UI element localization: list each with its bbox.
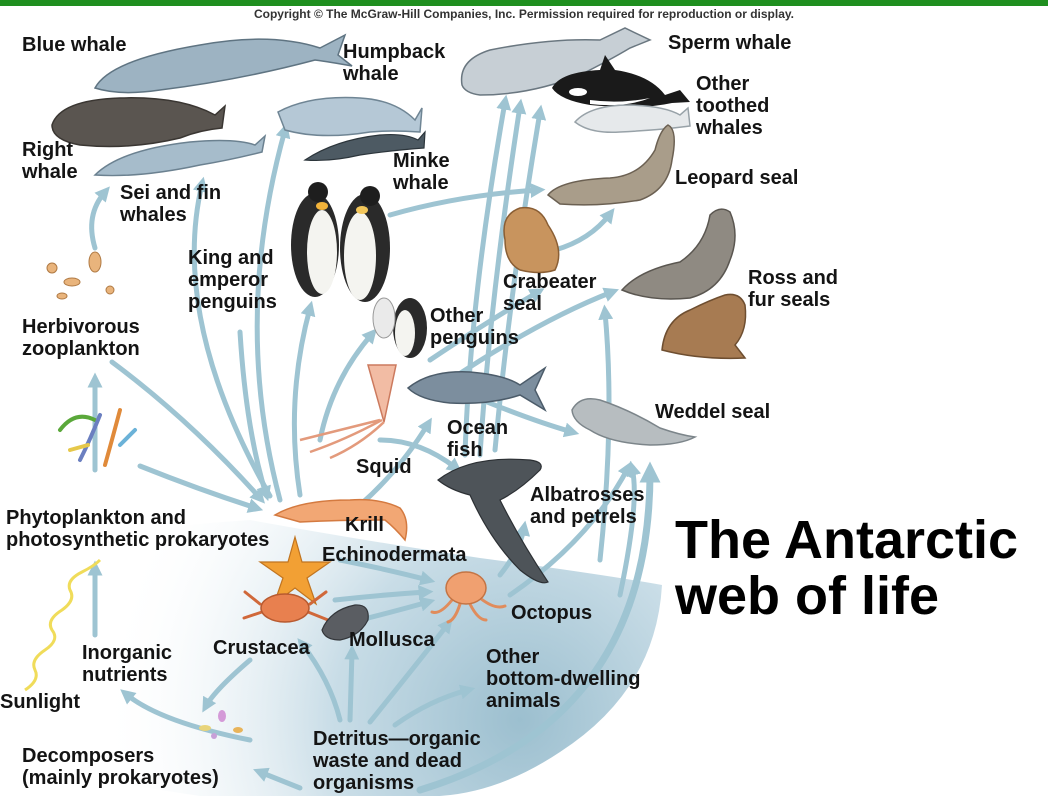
label-line: Mollusca [349, 629, 435, 651]
label-leopard-seal: Leopard seal [675, 167, 798, 189]
label-line: Crustacea [213, 637, 310, 659]
label-line: photosynthetic prokaryotes [6, 529, 269, 551]
label-line: Phytoplankton and [6, 507, 269, 529]
label-line: Decomposers [22, 745, 219, 767]
label-crustacea: Crustacea [213, 637, 310, 659]
beluga-whale-illustration [575, 105, 690, 132]
label-line: whale [343, 63, 445, 85]
label-line: Inorganic [82, 642, 172, 664]
label-line: Detritus—organic [313, 728, 481, 750]
label-phytoplankton: Phytoplankton and photosynthetic prokary… [6, 507, 269, 551]
label-line: penguins [188, 291, 277, 313]
label-line: Albatrosses [530, 484, 645, 506]
right-whale-illustration [52, 98, 225, 147]
label-line: (mainly prokaryotes) [22, 767, 219, 789]
label-other-penguins: Other penguins [430, 305, 519, 349]
label-octopus: Octopus [511, 602, 592, 624]
label-line: animals [486, 690, 640, 712]
label-herbivorous-zooplankton: Herbivorous zooplankton [22, 316, 140, 360]
label-line: Squid [356, 456, 412, 478]
label-humpback-whale: Humpback whale [343, 41, 445, 85]
leopard-seal-illustration [548, 125, 674, 205]
label-line: Other [696, 73, 769, 95]
label-line: waste and dead [313, 750, 481, 772]
label-line: Weddel seal [655, 401, 770, 423]
label-line: whale [22, 161, 78, 183]
label-line: Humpback [343, 41, 445, 63]
fur-seal-illustration [662, 294, 746, 358]
label-line: organisms [313, 772, 481, 794]
humpback-whale-illustration [278, 98, 422, 136]
other-penguins-illustration [373, 298, 427, 358]
label-line: whales [696, 117, 769, 139]
label-line: Krill [345, 514, 384, 536]
label-line: Sperm whale [668, 32, 791, 54]
label-other-toothed-whales: Other toothed whales [696, 73, 769, 139]
label-line: Crabeater [503, 271, 596, 293]
blue-whale-illustration [95, 35, 352, 93]
label-line: Ross and [748, 267, 838, 289]
label-line: Sunlight [0, 691, 80, 713]
copyright-notice: Copyright © The McGraw-Hill Companies, I… [0, 7, 1048, 21]
label-line: King and [188, 247, 277, 269]
squid-illustration [300, 365, 396, 458]
label-decomposers: Decomposers (mainly prokaryotes) [22, 745, 219, 789]
label-ross-fur-seals: Ross and fur seals [748, 267, 838, 311]
ross-seal-illustration [622, 209, 735, 299]
label-line: whales [120, 204, 221, 226]
label-king-emperor-penguins: King and emperor penguins [188, 247, 277, 313]
label-line: Blue whale [22, 34, 126, 56]
label-squid: Squid [356, 456, 412, 478]
label-minke-whale: Minke whale [393, 150, 450, 194]
label-blue-whale: Blue whale [22, 34, 126, 56]
food-web-arrow [294, 308, 310, 495]
label-echinodermata: Echinodermata [322, 544, 466, 566]
label-line: nutrients [82, 664, 172, 686]
label-albatrosses-petrels: Albatrosses and petrels [530, 484, 645, 528]
label-krill: Krill [345, 514, 384, 536]
king-penguin-illustration [291, 182, 339, 297]
label-line: Sei and fin [120, 182, 221, 204]
label-line: bottom-dwelling [486, 668, 640, 690]
label-sunlight: Sunlight [0, 691, 80, 713]
diagram-title: The Antarctic web of life [675, 512, 1018, 624]
label-sperm-whale: Sperm whale [668, 32, 791, 54]
food-web-arrow [257, 130, 285, 500]
label-line: whale [393, 172, 450, 194]
label-weddel-seal: Weddel seal [655, 401, 770, 423]
label-line: toothed [696, 95, 769, 117]
food-web-arrow [350, 652, 352, 720]
food-web-arrow [92, 192, 105, 248]
title-line: web of life [675, 568, 1018, 624]
label-line: fish [447, 439, 508, 461]
title-line: The Antarctic [675, 512, 1018, 568]
emperor-penguin-illustration [340, 186, 390, 302]
label-detritus: Detritus—organic waste and dead organism… [313, 728, 481, 794]
label-line: zooplankton [22, 338, 140, 360]
label-line: penguins [430, 327, 519, 349]
label-ocean-fish: Ocean fish [447, 417, 508, 461]
label-line: Right [22, 139, 78, 161]
ocean-fish-illustration [408, 368, 545, 410]
label-line: fur seals [748, 289, 838, 311]
label-line: and petrels [530, 506, 645, 528]
zooplankton-illustration [47, 252, 114, 299]
label-line: Other [486, 646, 640, 668]
crabeater-seal-illustration [504, 208, 559, 273]
label-line: Echinodermata [322, 544, 466, 566]
label-line: Leopard seal [675, 167, 798, 189]
label-right-whale: Right whale [22, 139, 78, 183]
label-line: Other [430, 305, 519, 327]
label-line: Ocean [447, 417, 508, 439]
label-line: Herbivorous [22, 316, 140, 338]
label-line: Octopus [511, 602, 592, 624]
label-inorganic-nutrients: Inorganic nutrients [82, 642, 172, 686]
label-mollusca: Mollusca [349, 629, 435, 651]
label-sei-fin-whales: Sei and fin whales [120, 182, 221, 226]
food-web-arrow [555, 214, 610, 250]
label-other-bottom-dwelling-animals: Other bottom-dwelling animals [486, 646, 640, 712]
label-line: emperor [188, 269, 277, 291]
label-line: Minke [393, 150, 450, 172]
